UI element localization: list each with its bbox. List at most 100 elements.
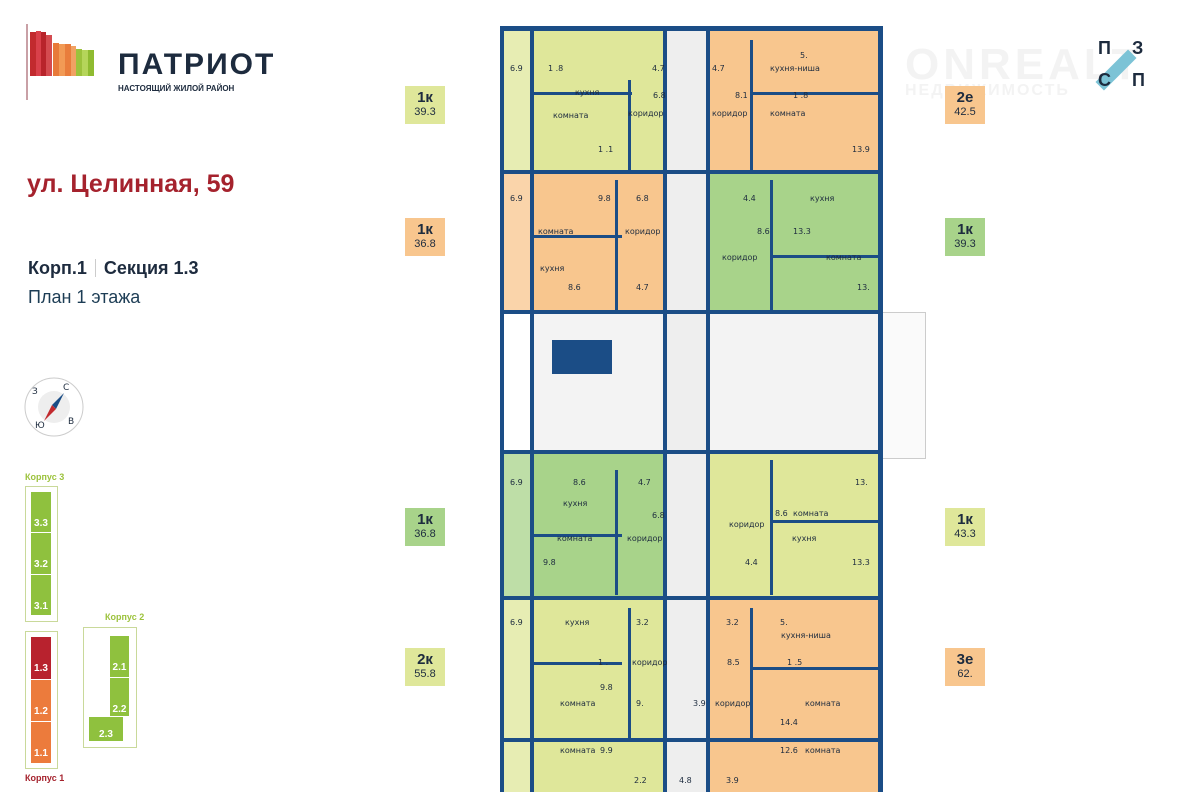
- compass-west: З: [32, 387, 38, 397]
- compass-icon: [24, 377, 84, 437]
- room-area-label: 9.8: [598, 194, 611, 203]
- section-1-3[interactable]: 1.3: [31, 637, 51, 679]
- room-name-label: коридор: [627, 534, 663, 543]
- room-name-label: комната: [805, 746, 841, 755]
- apartment-area[interactable]: [500, 452, 665, 598]
- entrance-porch: [882, 312, 926, 459]
- wall: [770, 520, 878, 523]
- room-area-label: 9.9: [600, 746, 613, 755]
- section-3-3[interactable]: 3.3: [31, 492, 51, 532]
- section-2-2[interactable]: 2.2: [110, 678, 129, 716]
- room-area-label: 3.9: [693, 699, 706, 708]
- section-2-3[interactable]: 2.3: [89, 717, 123, 741]
- room-area-label: 4.7: [638, 478, 651, 487]
- room-area-label: 4.4: [743, 194, 756, 203]
- room-name-label: кухня: [565, 618, 590, 627]
- room-area-label: 4.8: [679, 776, 692, 785]
- wall: [878, 26, 883, 792]
- developer-logo-letter: П: [1132, 70, 1145, 90]
- apartment-area[interactable]: [708, 30, 882, 172]
- apartment-area[interactable]: [708, 172, 882, 312]
- wall: [750, 40, 753, 170]
- room-area-label: 4.7: [636, 283, 649, 292]
- wall: [532, 534, 622, 537]
- apartment-area: 55.8: [414, 668, 436, 680]
- floor-plan-label: План 1 этажа: [28, 287, 141, 307]
- room-area-label: 4.7: [712, 64, 725, 73]
- stairwell: [532, 312, 665, 452]
- apartment-type: 1к: [417, 511, 433, 528]
- room-area-label: 3.9: [726, 776, 739, 785]
- apartment-area[interactable]: [500, 598, 665, 740]
- wall: [770, 180, 773, 310]
- lobby: [708, 312, 882, 452]
- room-area-label: 6.8: [636, 194, 649, 203]
- wall: [500, 738, 882, 742]
- room-area-label: 4.7: [652, 64, 665, 73]
- room-area-label: 13.: [857, 283, 870, 292]
- korpus3-frame: [25, 486, 58, 622]
- room-area-label: 6.8: [652, 511, 665, 520]
- wall: [663, 30, 667, 792]
- wall: [628, 80, 631, 170]
- wall: [615, 470, 618, 595]
- room-area-label: 2.2: [634, 776, 647, 785]
- room-name-label: коридор: [628, 109, 664, 118]
- apartment-area: 43.3: [954, 528, 976, 540]
- common-corridor: [665, 30, 708, 792]
- section-3-2[interactable]: 3.2: [31, 533, 51, 574]
- room-name-label: кухня: [792, 534, 817, 543]
- room-area-label: 8.6: [757, 227, 770, 236]
- wall: [500, 310, 882, 314]
- balcony-strip: [500, 30, 532, 792]
- room-name-label: кухня: [540, 264, 565, 273]
- apartment-area[interactable]: [500, 30, 665, 172]
- room-area-label: 8.6: [775, 509, 788, 518]
- section-3-1[interactable]: 3.1: [31, 575, 51, 615]
- apartment-type: 1к: [417, 221, 433, 238]
- wall: [552, 340, 612, 374]
- room-area-label: 13.3: [793, 227, 811, 236]
- room-name-label: комната: [770, 109, 806, 118]
- wall: [532, 92, 632, 95]
- apartment-area[interactable]: [708, 740, 882, 792]
- room-name-label: коридор: [625, 227, 661, 236]
- wall: [752, 92, 878, 95]
- section-1-2[interactable]: 1.2: [31, 680, 51, 721]
- section-2-1[interactable]: 2.1: [110, 636, 129, 677]
- room-area-label: 13.3: [852, 558, 870, 567]
- brand-name: ПАТРИОТ: [118, 48, 276, 81]
- section-1-1[interactable]: 1.1: [31, 722, 51, 763]
- apartment-area[interactable]: [708, 452, 882, 598]
- developer-logo-letter: П: [1098, 38, 1111, 58]
- room-name-label: кухня-ниша: [770, 64, 820, 73]
- apartment-area[interactable]: [500, 172, 665, 312]
- wall: [615, 180, 618, 310]
- room-name-label: комната: [793, 509, 829, 518]
- compass: С В Ю З: [24, 377, 84, 437]
- apartment-type: 1к: [957, 511, 973, 528]
- apartment-area: 62.: [957, 668, 973, 680]
- wall: [532, 662, 622, 665]
- room-area-label: 1 .8: [548, 64, 564, 73]
- room-area-label: 8.5: [727, 658, 740, 667]
- room-area-label: 9.8: [600, 683, 613, 692]
- room-area-label: 5.: [780, 618, 788, 627]
- room-name-label: комната: [560, 699, 596, 708]
- compass-east: В: [68, 417, 75, 427]
- room-area-label: 5.: [800, 51, 808, 60]
- wall: [500, 596, 882, 600]
- brand-tagline: НАСТОЯЩИЙ ЖИЛОЙ РАЙОН: [118, 84, 235, 93]
- room-area-label: 6.9: [510, 618, 523, 627]
- wall: [532, 235, 622, 238]
- room-name-label: комната: [557, 534, 593, 543]
